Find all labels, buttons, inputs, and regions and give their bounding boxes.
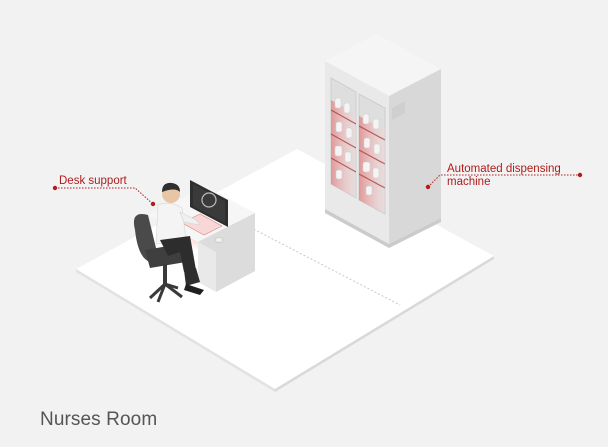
desk-support-text: Desk support: [59, 175, 127, 187]
room-divider-line: [235, 219, 401, 306]
dispensing-machine-text-line2: machine: [447, 176, 491, 188]
desk-support-label: Desk support: [59, 175, 127, 188]
red-dot-icon: [150, 201, 156, 207]
room-title: Nurses Room: [40, 409, 158, 430]
machine-callout-leader: [425, 172, 583, 190]
red-dot-icon: [425, 184, 431, 190]
red-dot-icon: [577, 172, 583, 178]
dispensing-machine-text-line1: Automated dispensing: [447, 163, 561, 175]
desk-callout-leader: [52, 185, 156, 207]
red-dot-icon: [52, 185, 58, 191]
dispensing-machine-label: Automated dispensing machine: [447, 163, 561, 189]
mouse: [214, 237, 224, 243]
nurse-figure: [155, 182, 204, 295]
dispensing-machine: [325, 34, 441, 248]
